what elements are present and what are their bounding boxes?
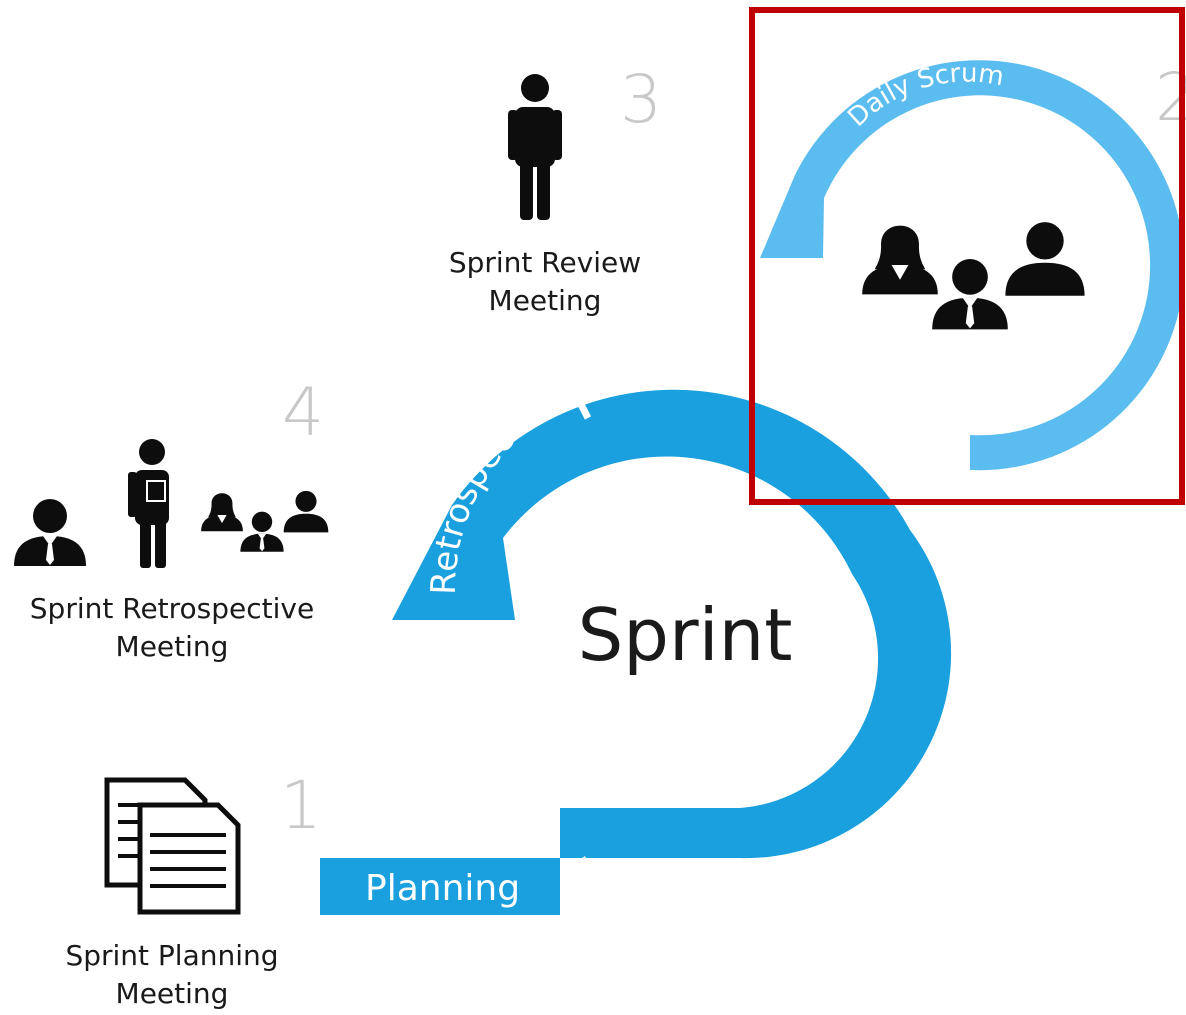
step-review: 3 Sprint Review Meeting [449,61,662,317]
review-label: Review [602,341,742,393]
step-planning: 1 Sprint Planning Meeting [65,767,322,1010]
step-3-number: 3 [620,61,662,138]
chevron-review-retrospect [567,367,600,420]
step-retrospective: 4 Sprint Retrospective Meeting [14,374,329,663]
step-1-label-line2: Meeting [116,977,229,1010]
planning-label: Planning [365,868,520,909]
cycle-arc-band [392,389,952,859]
planning-band [320,858,560,915]
step-1-number: 1 [280,767,322,844]
step-4-number: 4 [282,374,324,451]
step-4-label-line1: Sprint Retrospective [30,592,314,625]
step-3-label-line2: Meeting [489,284,602,317]
svg-text:Review: Review [602,341,742,393]
step-4-label-line2: Meeting [116,630,229,663]
step-3-label-line1: Sprint Review [449,246,641,279]
retrospective-people-icon [14,439,329,568]
sprint-center-label: Sprint [578,593,793,677]
highlight-box [749,7,1185,505]
step-1-label-line1: Sprint Planning [65,939,278,972]
chevron-implementation-review [797,375,832,427]
chevron-planning [579,856,605,917]
team-group-icon [862,222,1085,330]
person-icon [508,74,562,220]
daily-scrum-loop: Daily Scrum 2 [760,58,1186,471]
documents-icon [104,777,241,915]
